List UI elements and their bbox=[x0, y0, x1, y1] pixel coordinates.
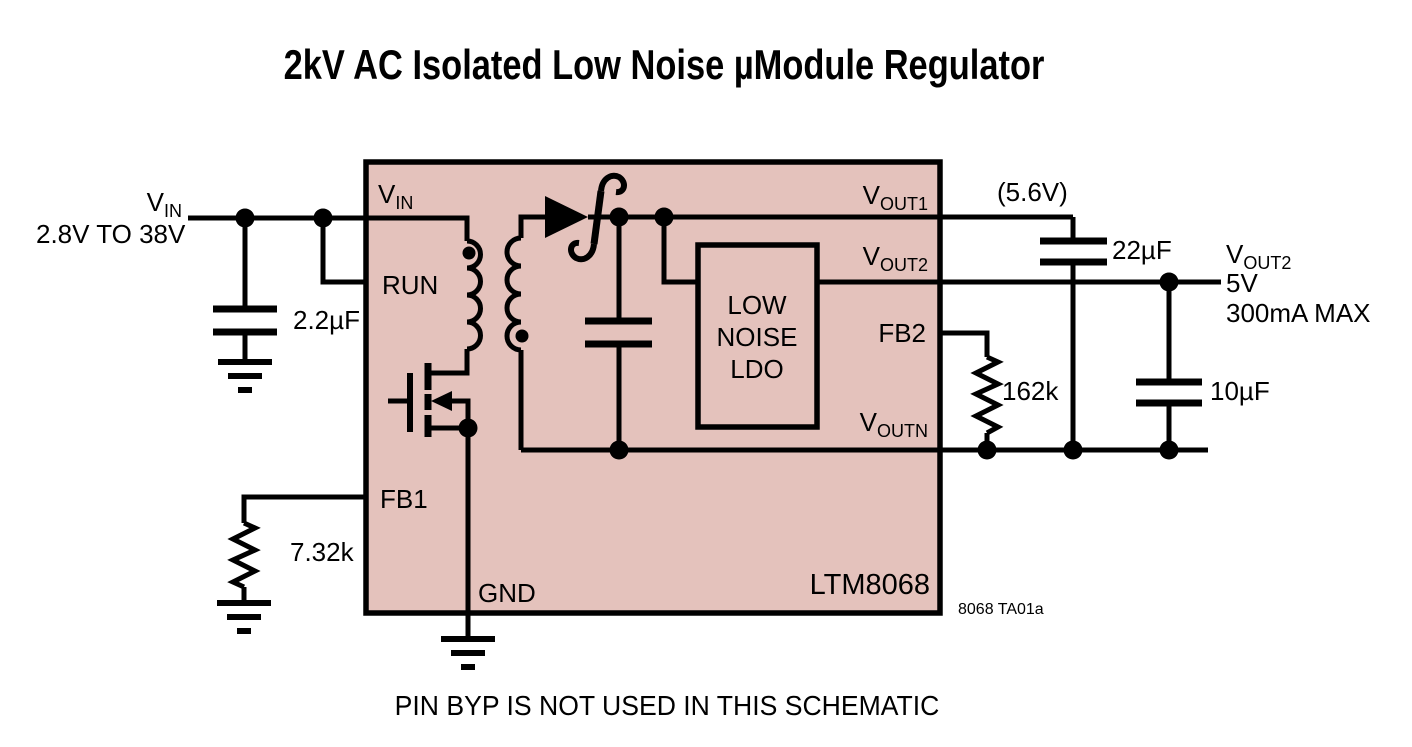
schematic-note: PIN BYP IS NOT USED IN THIS SCHEMATIC bbox=[395, 689, 940, 721]
ground-symbol-gnd-pin bbox=[441, 636, 495, 670]
pin-label-vin: VIN bbox=[378, 179, 413, 213]
vout1-capacitor bbox=[1040, 237, 1107, 266]
junction-dot bbox=[1159, 272, 1179, 292]
vout1-capacitor-value: 22µF bbox=[1112, 235, 1172, 265]
chip-name-label: LTM8068 bbox=[810, 569, 930, 601]
module-body bbox=[363, 159, 943, 616]
pin-label-voutn: VOUTN bbox=[860, 407, 928, 441]
footer: 8068 TA01a PIN BYP IS NOT USED IN THIS S… bbox=[395, 601, 1044, 721]
vout1-voltage-label: (5.6V) bbox=[997, 177, 1068, 207]
pin-label-gnd: GND bbox=[478, 578, 536, 608]
pin-label-fb2: FB2 bbox=[878, 318, 926, 348]
ldo-label-line1: LOW bbox=[727, 290, 787, 320]
junction-dot bbox=[1159, 440, 1179, 460]
pin-labels: VIN RUN FB1 GND VOUT1 VOUT2 FB2 VOUTN LT… bbox=[378, 179, 930, 608]
junction-dot bbox=[235, 208, 255, 228]
wire-primary-to-drain bbox=[429, 349, 470, 376]
title: 2kV AC Isolated Low Noise µModule Regula… bbox=[284, 42, 1045, 89]
ldo-label-line2: NOISE bbox=[717, 322, 798, 352]
fb1-resistor-value: 7.32k bbox=[290, 537, 355, 567]
module-block bbox=[363, 159, 943, 616]
input-capacitor-value: 2.2µF bbox=[293, 305, 360, 335]
pin-label-run: RUN bbox=[382, 270, 438, 300]
mosfet bbox=[388, 363, 478, 438]
page-title: 2kV AC Isolated Low Noise µModule Regula… bbox=[284, 42, 1045, 89]
wire-run-branch bbox=[320, 218, 368, 285]
ldo-box bbox=[695, 242, 820, 430]
vout2-label: VOUT2 bbox=[1226, 239, 1291, 273]
vout2-capacitor-value: 10µF bbox=[1210, 376, 1270, 406]
junction-dot bbox=[313, 208, 333, 228]
diode-cathode-bottom-curl bbox=[568, 240, 597, 263]
input-voltage-label: VIN bbox=[147, 187, 182, 221]
fb2-resistor-value: 162k bbox=[1002, 376, 1059, 406]
junction-dot bbox=[977, 440, 997, 460]
pin-label-vout1: VOUT1 bbox=[863, 180, 928, 214]
input-capacitor bbox=[213, 305, 277, 336]
vout2-voltage-label: 5V bbox=[1226, 268, 1258, 298]
vout2-current-label: 300mA MAX bbox=[1226, 298, 1371, 328]
transformer-secondary-winding bbox=[504, 235, 522, 353]
diode-cathode-top-curl bbox=[598, 172, 627, 195]
pin-label-fb1: FB1 bbox=[380, 484, 428, 514]
internal-capacitor bbox=[585, 317, 652, 348]
ground-symbol-fb1 bbox=[217, 600, 271, 634]
diode-anode-triangle bbox=[545, 196, 588, 238]
pin-label-vout2: VOUT2 bbox=[863, 241, 928, 275]
wire-fb1-branch bbox=[241, 494, 368, 523]
transformer-primary-winding bbox=[466, 238, 483, 352]
ground-symbol-input bbox=[218, 359, 272, 393]
fb2-resistor bbox=[970, 354, 1004, 436]
input-range-label: 2.8V TO 38V bbox=[36, 219, 186, 249]
output-section: (5.6V) 22µF VOUT2 5V 300mA MAX 10µF 162k bbox=[940, 177, 1371, 460]
ldo-label-line3: LDO bbox=[730, 354, 783, 384]
secondary-phase-dot bbox=[515, 329, 529, 343]
input-section: VIN 2.8V TO 38V 2.2µF 7.32k bbox=[36, 187, 470, 634]
figure-reference: 8068 TA01a bbox=[958, 601, 1044, 618]
junction-dot bbox=[1063, 440, 1083, 460]
fb1-resistor bbox=[227, 520, 261, 590]
primary-phase-dot bbox=[462, 246, 476, 260]
junction-dot bbox=[609, 440, 629, 460]
mosfet-body-arrow bbox=[431, 391, 452, 411]
internal-circuit: LOW NOISE LDO bbox=[388, 172, 1221, 670]
wire-vin-rail bbox=[188, 215, 470, 241]
wire-secondary-to-diode bbox=[518, 214, 545, 238]
vout2-capacitor bbox=[1136, 378, 1202, 407]
wire-fb2-branch bbox=[940, 330, 990, 357]
wire-ldo-input bbox=[661, 217, 700, 285]
